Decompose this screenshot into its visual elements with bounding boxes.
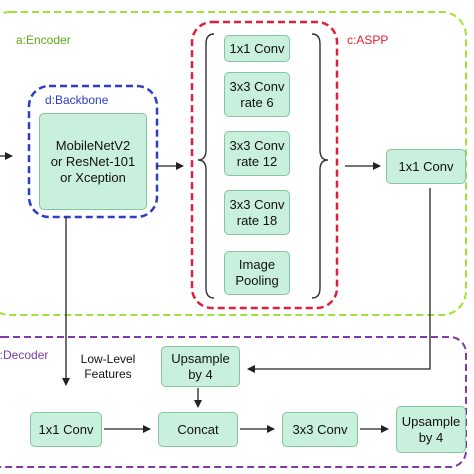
- decoder-region: [0, 336, 467, 468]
- aspp-conv1x1-text: 1x1 Conv: [229, 40, 285, 56]
- aspp-rate6-text: 3x3 Conv rate 6: [229, 78, 285, 110]
- aspp-right-brace: [311, 33, 329, 299]
- encoder-label: a:Encoder: [16, 33, 71, 47]
- decoder-conv1x1-text: 1x1 Conv: [38, 421, 94, 437]
- backbone-label: d:Backbone: [45, 93, 109, 107]
- aspp-rate18-box: 3x3 Conv rate 18: [224, 190, 290, 235]
- aspp-left-brace: [197, 33, 215, 299]
- upsample-top-box: Upsample by 4: [161, 346, 240, 387]
- backbone-model-text: MobileNetV2 or ResNet-101 or Xception: [50, 137, 136, 185]
- backbone-region: [27, 84, 159, 219]
- low-level-features-label: Low-Level Features: [80, 352, 136, 381]
- aspp-rate12-text: 3x3 Conv rate 12: [229, 137, 285, 169]
- aspp-rate12-box: 3x3 Conv rate 12: [224, 131, 290, 176]
- encoder-region: [0, 11, 467, 316]
- aspp-rate18-text: 3x3 Conv rate 18: [229, 196, 285, 228]
- aspp-conv1x1-box: 1x1 Conv: [224, 35, 290, 62]
- upsample-output-box: Upsample by 4: [396, 406, 466, 453]
- upsample-output-text: Upsample by 4: [401, 413, 461, 445]
- concat-text: Concat: [177, 421, 219, 437]
- encoder-conv1x1-text: 1x1 Conv: [398, 158, 454, 174]
- encoder-conv1x1-box: 1x1 Conv: [386, 149, 466, 184]
- concat-box: Concat: [158, 412, 238, 447]
- decoder-conv3x3-text: 3x3 Conv: [292, 421, 348, 437]
- backbone-model-box: MobileNetV2 or ResNet-101 or Xception: [39, 113, 147, 210]
- decoder-label: b:Decoder: [0, 348, 49, 362]
- aspp-label: c:ASPP: [347, 33, 389, 47]
- decoder-conv1x1-box: 1x1 Conv: [30, 412, 102, 447]
- image-pooling-box: Image Pooling: [224, 251, 290, 295]
- decoder-conv3x3-box: 3x3 Conv: [282, 412, 358, 447]
- aspp-rate6-box: 3x3 Conv rate 6: [224, 72, 290, 117]
- image-pooling-text: Image Pooling: [235, 257, 279, 288]
- encoder-to-upsample-arrow: [247, 188, 431, 373]
- upsample-top-text: Upsample by 4: [171, 350, 230, 382]
- aspp-region: [190, 20, 339, 310]
